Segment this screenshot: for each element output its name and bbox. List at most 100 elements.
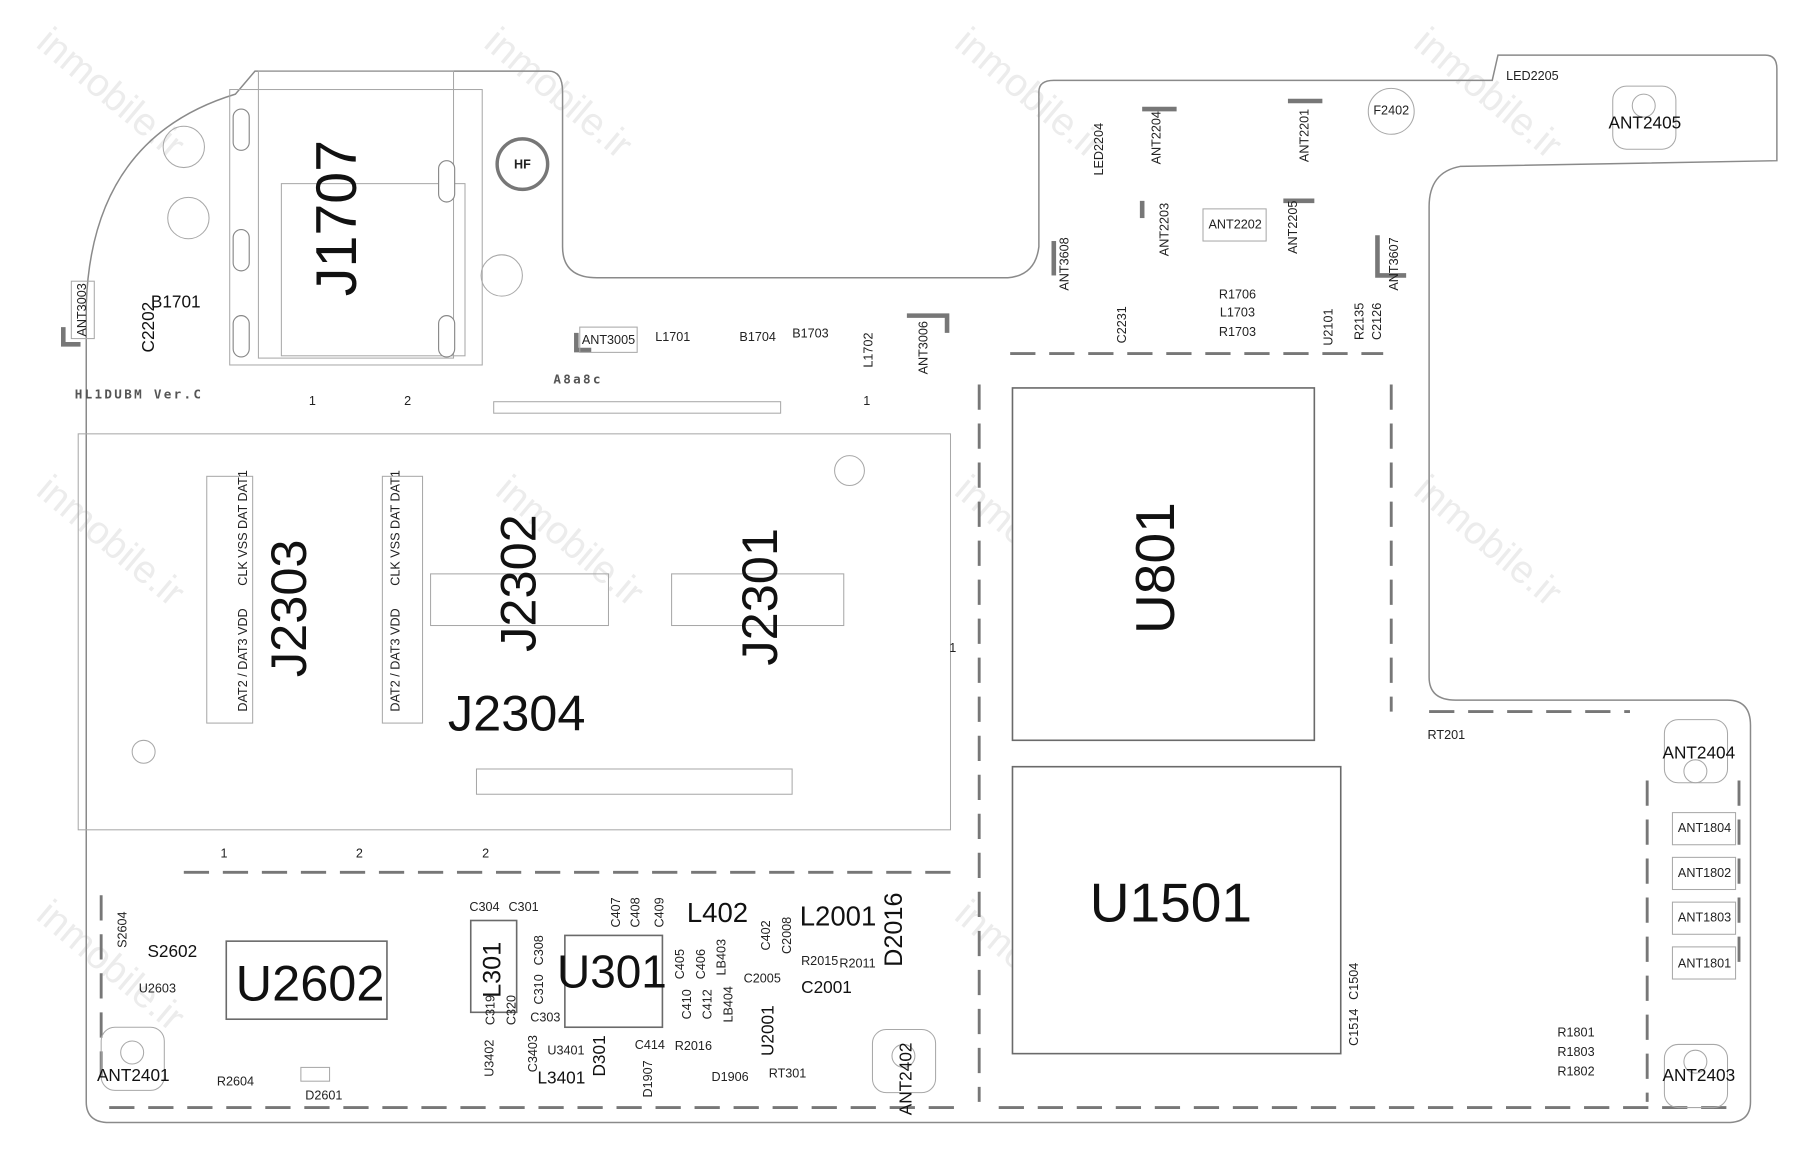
pcb-shape — [167, 196, 210, 240]
label-j2302: J2302 — [490, 514, 547, 652]
label-board-watermark: inmobile.ir — [947, 20, 1111, 167]
label-ant-ant2403: ANT2403 — [1662, 1065, 1735, 1085]
label-parts-59: S2604 — [115, 911, 129, 947]
pcb-shape — [1683, 759, 1708, 784]
label-ant-ant2203: ANT2203 — [1157, 203, 1171, 256]
label-parts-5: L1701 — [655, 330, 690, 344]
label-parts-41: R2011 — [839, 956, 875, 970]
label-pins-two: 2 — [356, 846, 363, 860]
label-parts-50: C407 — [609, 897, 623, 927]
label-parts-29: U3401 — [547, 1044, 584, 1058]
pcb-shape — [469, 919, 518, 1014]
label-parts-20: C304 — [469, 900, 499, 914]
label-parts-7: B1703 — [792, 326, 828, 340]
pcb-shape — [232, 315, 250, 358]
antenna-pads: ANT3003 ANT3005 ANT3006 ANT3608 ANT2204 … — [60, 98, 1737, 980]
label-parts-52: C409 — [652, 897, 666, 927]
pcb-shape — [1631, 93, 1656, 118]
pcb-shape — [871, 1029, 937, 1094]
pcb-shape — [1671, 946, 1737, 980]
label-l301: L301 — [478, 942, 506, 998]
label-pins-one: 1 — [949, 641, 956, 655]
label-parts-9: R1706 — [1219, 287, 1256, 301]
pcb-shape — [131, 739, 156, 764]
label-pins-two: 2 — [482, 846, 489, 860]
label-parts-3: B1701 — [151, 292, 201, 312]
pcb-shape — [1683, 1049, 1708, 1074]
sim-tray: CLK VSS DAT DAT1 DAT2 / DAT3 VDD CLK VSS… — [77, 394, 956, 860]
pcb-shape — [232, 228, 250, 272]
chip-u301 — [564, 934, 664, 1029]
antenna-springs — [100, 85, 1729, 1109]
pcb-shape — [232, 108, 250, 151]
label-parts-54: R1801 — [1557, 1025, 1594, 1039]
label-ant-ant2201: ANT2201 — [1297, 109, 1311, 162]
label-ant-ant1803: ANT1803 — [1678, 911, 1731, 925]
label-ant-ant3006: ANT3006 — [916, 321, 930, 374]
pcb-shape — [70, 280, 95, 340]
label-l402: L402 — [687, 897, 748, 928]
label-board-watermark: inmobile.ir — [1406, 467, 1570, 614]
label-parts-47: C410 — [680, 989, 694, 1019]
label-board-watermark: inmobile.ir — [29, 892, 193, 1039]
label-parts-12: C2231 — [1115, 306, 1129, 343]
pcb-shape — [229, 89, 483, 366]
label-parts-49: LB404 — [721, 986, 735, 1022]
pcb-shape — [162, 125, 205, 169]
label-parts-44: C405 — [673, 949, 687, 979]
pcb-shape — [1612, 85, 1677, 150]
label-l2001: L2001 — [800, 900, 877, 931]
pcb-shape — [438, 315, 456, 358]
board-marking: A8a8c — [553, 371, 602, 386]
label-parts-8: L1702 — [861, 333, 875, 368]
pcb-shape — [1375, 235, 1407, 278]
pcb-shape — [891, 1043, 916, 1068]
label-parts-2: LED2204 — [1092, 123, 1106, 176]
pcb-shape — [475, 768, 793, 795]
label-ant-ant2401: ANT2401 — [97, 1065, 170, 1085]
pcb-shape — [493, 401, 782, 414]
label-parts-10: L1703 — [1220, 306, 1255, 320]
pcb-shape — [834, 455, 865, 487]
label-parts-22: C308 — [532, 935, 546, 965]
label-ant-ant3608: ANT3608 — [1058, 237, 1072, 290]
label-parts-33: D1907 — [641, 1060, 655, 1097]
pcb-shape — [1663, 1043, 1729, 1109]
label-parts-27: U3402 — [483, 1040, 497, 1077]
chip-u801 — [1011, 387, 1316, 742]
label-board-watermark: inmobile.ir — [29, 467, 193, 614]
pcb-shape — [1202, 208, 1267, 242]
label-u2602: U2602 — [236, 954, 385, 1011]
label-ant-ant1802: ANT1802 — [1678, 866, 1731, 880]
pcb-shape — [300, 1066, 331, 1082]
label-parts-39: C2001 — [801, 977, 852, 997]
label-ant-ant2402: ANT2402 — [895, 1043, 915, 1116]
pcb-shape — [574, 332, 592, 353]
label-parts-28: C3403 — [526, 1035, 540, 1072]
label-parts-16: S2602 — [147, 941, 197, 961]
connector-j1707: J1707 — [229, 70, 483, 366]
label-parts-45: C406 — [694, 949, 708, 979]
label-j2304: J2304 — [448, 685, 586, 742]
pcb-shape — [495, 137, 550, 192]
label-parts-6: B1704 — [739, 330, 775, 344]
label-j2303: J2303 — [260, 540, 317, 678]
pcb-shape — [430, 573, 609, 627]
label-parts-21: C301 — [508, 900, 538, 914]
pcb-shape — [480, 254, 523, 297]
label-parts-18: R2604 — [217, 1075, 254, 1089]
label-parts-48: C412 — [701, 989, 715, 1019]
label-j2301: J2301 — [731, 528, 788, 666]
pcb-shape — [381, 475, 424, 724]
label-board-hf: HF — [514, 158, 531, 172]
label-board-watermark: inmobile.ir — [1406, 20, 1570, 167]
pcb-shape — [100, 1026, 165, 1091]
label-parts-43: C2008 — [780, 917, 794, 954]
pcb-shape — [257, 70, 455, 359]
label-parts-14: R2135 — [1353, 303, 1367, 340]
pcb-shape — [1671, 901, 1737, 935]
label-ant-ant2204: ANT2204 — [1149, 111, 1163, 164]
label-parts-11: R1703 — [1219, 325, 1256, 339]
label-ant-ant1801: ANT1801 — [1678, 956, 1731, 970]
